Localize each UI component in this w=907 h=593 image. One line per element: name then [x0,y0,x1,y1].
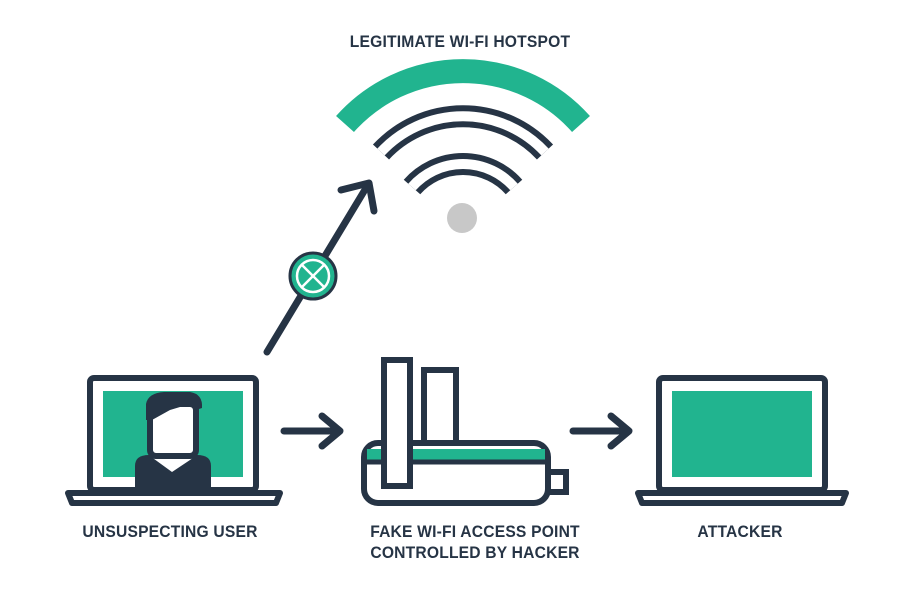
wifi-icon [336,59,590,233]
attacker-label-text: ATTACKER [697,522,783,541]
blocked-x-icon [288,251,338,301]
router-icon [361,357,569,506]
laptop-icon [635,375,849,506]
user-label: UNSUSPECTING USER [64,521,276,542]
laptop-user-icon [65,375,283,506]
attacker-label: ATTACKER [648,521,832,542]
hotspot-label: LEGITIMATE WI-FI HOTSPOT [331,31,589,52]
user-label-text: UNSUSPECTING USER [82,522,258,541]
user-to-router-arrow [280,412,344,450]
fake-access-point-label: FAKE WI-FI ACCESS POINT CONTROLLED BY HA… [355,521,594,563]
router-to-attacker-arrow [569,412,633,450]
fake-label-line1: FAKE WI-FI ACCESS POINT [370,522,580,541]
hotspot-label-text: LEGITIMATE WI-FI HOTSPOT [349,32,571,51]
fake-label-line2: CONTROLLED BY HACKER [370,543,580,562]
